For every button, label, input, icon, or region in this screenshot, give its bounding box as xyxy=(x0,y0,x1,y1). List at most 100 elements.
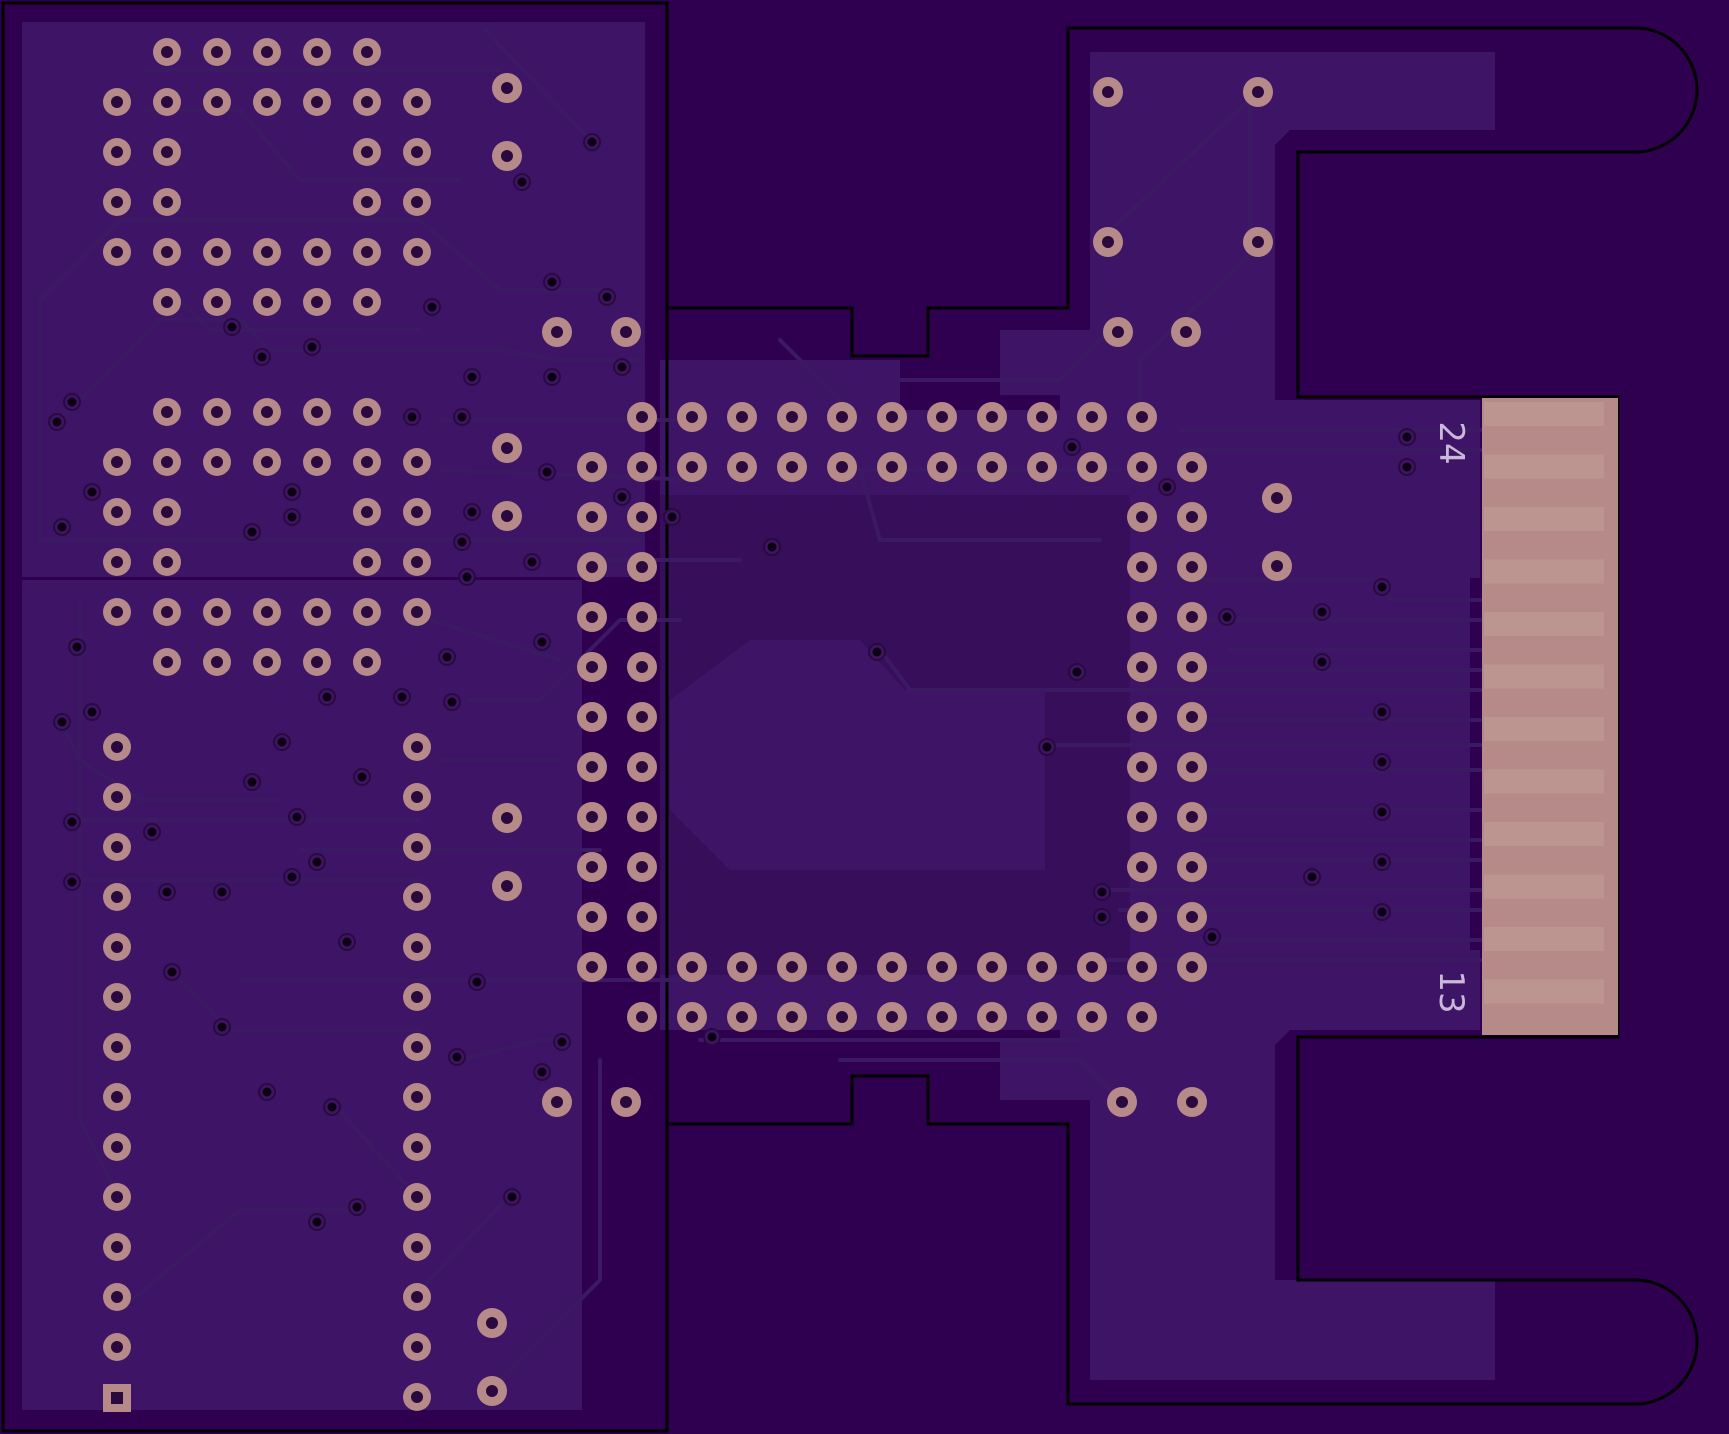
pad-drill-hole xyxy=(636,861,648,873)
pad-drill-hole xyxy=(836,411,848,423)
pad-drill-hole xyxy=(111,246,123,258)
via-hole xyxy=(57,717,67,727)
pad-drill-hole xyxy=(736,461,748,473)
via-hole xyxy=(52,417,62,427)
connector-finger xyxy=(1484,612,1604,636)
pad-drill-hole xyxy=(411,1241,423,1253)
pad-drill-hole xyxy=(261,96,273,108)
via-hole xyxy=(67,817,77,827)
pad-drill-hole xyxy=(1086,461,1098,473)
via-hole xyxy=(1317,607,1327,617)
pad-drill-hole xyxy=(620,326,632,338)
pad-drill-hole xyxy=(1186,911,1198,923)
pad-drill-hole xyxy=(586,761,598,773)
pad-drill-hole xyxy=(586,611,598,623)
pad-drill-hole xyxy=(586,711,598,723)
connector-finger xyxy=(1484,664,1604,689)
pad-drill-hole xyxy=(501,880,513,892)
pad-drill-hole xyxy=(986,1011,998,1023)
via-hole xyxy=(507,1192,517,1202)
pad-drill-hole xyxy=(361,246,373,258)
via-hole xyxy=(292,812,302,822)
via-hole xyxy=(1222,612,1232,622)
connector-finger xyxy=(1484,559,1604,584)
via-hole xyxy=(307,342,317,352)
pad-drill-hole xyxy=(686,461,698,473)
pad-drill-hole xyxy=(361,46,373,58)
pad-drill-hole xyxy=(411,991,423,1003)
pad-drill-hole xyxy=(636,1011,648,1023)
via-hole xyxy=(442,652,452,662)
pad-drill-hole xyxy=(411,1141,423,1153)
pad-drill-hole xyxy=(411,246,423,258)
via-hole xyxy=(312,1217,322,1227)
pad-drill-hole xyxy=(686,411,698,423)
pad-drill-hole xyxy=(1186,661,1198,673)
pad-drill-hole xyxy=(636,911,648,923)
pad-drill-hole xyxy=(111,1141,123,1153)
pad-drill-hole xyxy=(361,456,373,468)
pad-drill-hole xyxy=(736,961,748,973)
via-hole xyxy=(472,977,482,987)
pad-drill-hole xyxy=(1036,961,1048,973)
pad-drill-hole xyxy=(311,96,323,108)
pad-drill-hole xyxy=(361,606,373,618)
pad-drill-hole xyxy=(636,961,648,973)
pad-drill-hole xyxy=(1102,236,1114,248)
pad-drill-hole xyxy=(411,456,423,468)
pad-drill-hole xyxy=(1136,811,1148,823)
via-hole xyxy=(1097,912,1107,922)
pad-drill-hole xyxy=(886,961,898,973)
via-hole xyxy=(72,642,82,652)
pad-drill-hole xyxy=(551,326,563,338)
via-hole xyxy=(517,177,527,187)
pad-drill-hole xyxy=(361,656,373,668)
pad-drill-hole xyxy=(211,296,223,308)
pad-drill-hole xyxy=(411,841,423,853)
via-hole xyxy=(602,292,612,302)
pad-drill-hole xyxy=(1252,86,1264,98)
pad-drill-hole xyxy=(936,961,948,973)
via-hole xyxy=(452,1052,462,1062)
pad-drill-hole xyxy=(1186,611,1198,623)
pad-drill-hole xyxy=(261,296,273,308)
pad-drill-hole xyxy=(111,506,123,518)
via-hole xyxy=(227,322,237,332)
via-hole xyxy=(1377,857,1387,867)
pad-drill-hole xyxy=(411,606,423,618)
pad-drill-hole xyxy=(501,82,513,94)
pad-drill-hole xyxy=(586,561,598,573)
via-hole xyxy=(287,487,297,497)
pad-drill-hole xyxy=(1136,461,1148,473)
pad-drill-hole xyxy=(161,146,173,158)
via-hole xyxy=(1162,482,1172,492)
pad-drill-hole xyxy=(1136,861,1148,873)
pad-drill-hole xyxy=(986,411,998,423)
pad-drill-hole xyxy=(1136,611,1148,623)
pad-drill-hole xyxy=(986,461,998,473)
pad-drill-hole xyxy=(311,406,323,418)
via-hole xyxy=(312,857,322,867)
pad-drill-hole xyxy=(1186,711,1198,723)
connector-label-top: 24 xyxy=(1431,421,1471,464)
pad-drill-hole xyxy=(836,961,848,973)
pad-drill-hole xyxy=(261,246,273,258)
pad-drill-hole xyxy=(936,411,948,423)
pad-drill-hole xyxy=(936,1011,948,1023)
pad-drill-hole xyxy=(161,406,173,418)
pad-drill-hole xyxy=(261,456,273,468)
pad-drill-hole xyxy=(636,411,648,423)
via-hole xyxy=(447,697,457,707)
pad-drill-hole xyxy=(111,791,123,803)
via-hole xyxy=(277,737,287,747)
pad-drill-hole xyxy=(161,96,173,108)
pad-drill-hole xyxy=(686,961,698,973)
via-hole xyxy=(87,487,97,497)
via-group xyxy=(48,133,1416,1231)
pad-drill-hole xyxy=(111,146,123,158)
pad-drill-hole xyxy=(1186,561,1198,573)
via-hole xyxy=(1097,887,1107,897)
pad-drill-hole xyxy=(111,1241,123,1253)
pad-drill-hole xyxy=(1186,961,1198,973)
pad-drill-hole xyxy=(411,891,423,903)
